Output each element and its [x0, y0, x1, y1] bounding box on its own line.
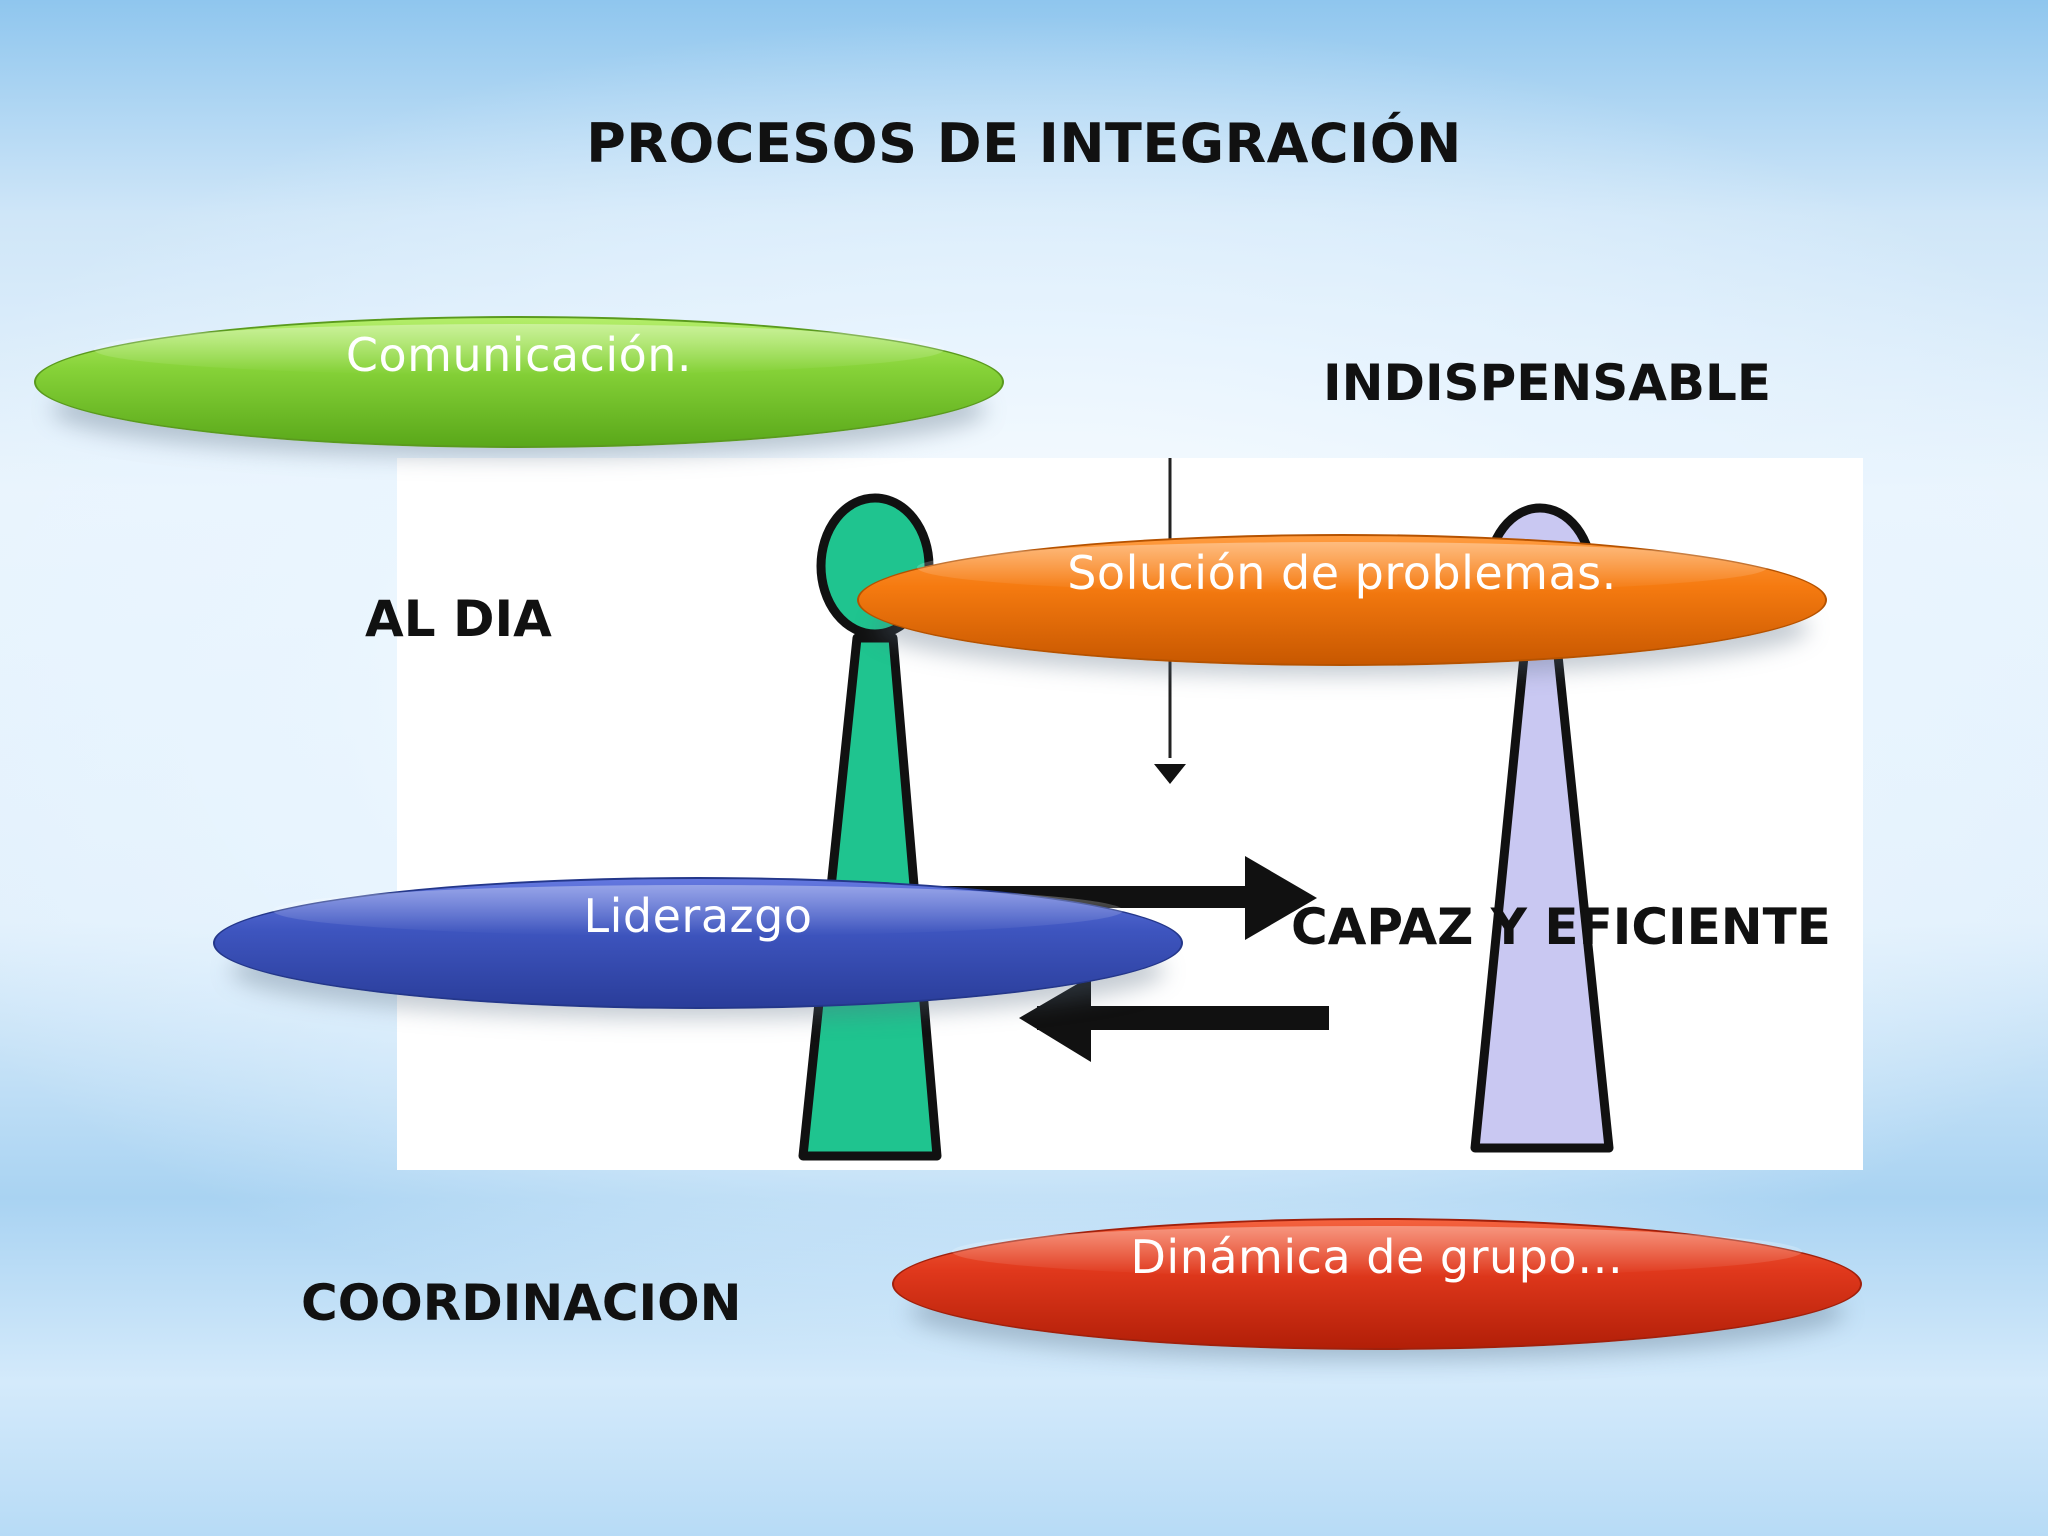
label-capaz-y-eficiente: CAPAZ Y EFICIENTE [1291, 898, 1831, 956]
label-al-dia: AL DIA [365, 590, 552, 648]
pill-label: Liderazgo [583, 889, 813, 943]
pill-label: Solución de problemas. [1067, 546, 1617, 600]
pill-dinamica-de-grupo: Dinámica de grupo… [892, 1218, 1862, 1350]
slide-title: PROCESOS DE INTEGRACIÓN [586, 112, 1462, 175]
pill-comunicacion: Comunicación. [34, 316, 1004, 448]
pill-liderazgo: Liderazgo [213, 877, 1183, 1009]
arrow-left-icon [1019, 976, 1329, 1062]
pill-label: Dinámica de grupo… [1130, 1230, 1624, 1284]
pill-solucion-de-problemas: Solución de problemas. [857, 534, 1827, 666]
label-coordinacion: COORDINACION [301, 1274, 742, 1332]
pill-label: Comunicación. [345, 328, 693, 382]
label-indispensable: INDISPENSABLE [1323, 354, 1772, 412]
